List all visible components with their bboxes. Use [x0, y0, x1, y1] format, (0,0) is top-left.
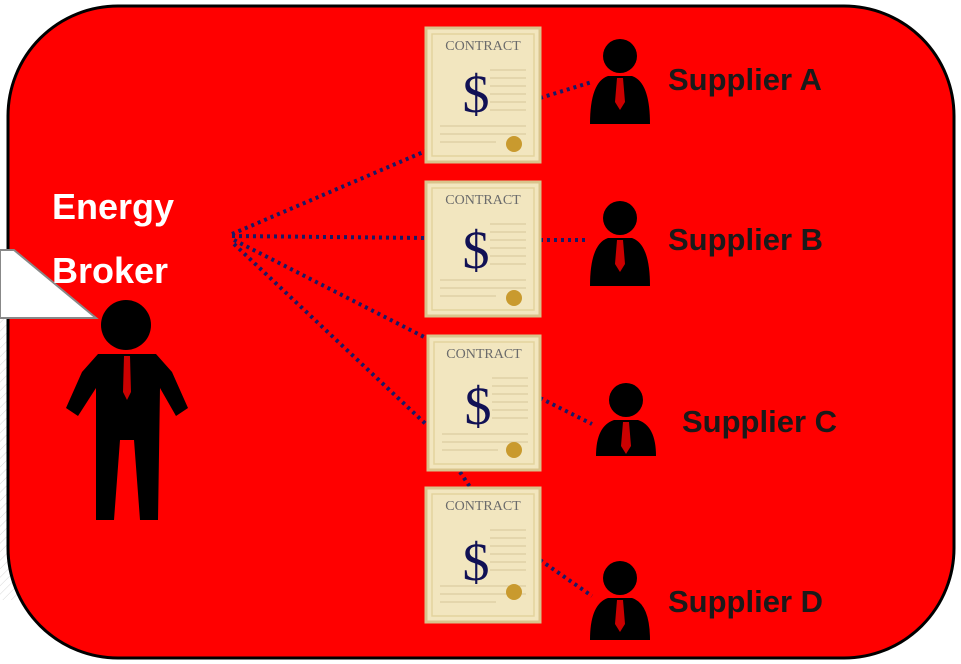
connector-contract-supplier-a	[539, 80, 593, 100]
contract-seal	[506, 290, 522, 306]
broker-label-line2: Broker	[52, 250, 169, 291]
contract-document-2	[424, 180, 542, 318]
contract-heading: CONTRACT	[445, 39, 521, 54]
supplier-d-label: Supplier D	[668, 584, 824, 619]
businessman-standing-icon	[66, 300, 188, 520]
contract-document-3	[426, 334, 542, 472]
broker-panel	[6, 4, 956, 660]
contract-document-1	[424, 26, 542, 164]
supplier-connectors	[538, 80, 594, 598]
connector-contract-supplier-c	[539, 396, 593, 426]
contract-seal	[506, 136, 522, 152]
supplier-avatar-icon	[590, 39, 650, 124]
supplier-b-label: Supplier B	[668, 222, 824, 257]
dollar-sign: $	[465, 376, 492, 436]
supplier-avatar-icon	[596, 383, 656, 456]
dollar-sign: $	[463, 220, 490, 280]
connector-broker-contract-1	[231, 148, 429, 236]
contract-document-4	[424, 486, 542, 624]
connector-broker-contract-2	[231, 234, 427, 240]
contract-heading: CONTRACT	[446, 347, 522, 362]
connector-broker-contract-3	[233, 238, 431, 342]
broker-label-line1: Energy	[52, 186, 175, 227]
dollar-sign: $	[463, 64, 490, 124]
broker-connectors	[231, 148, 432, 430]
speech-bubble	[0, 249, 99, 319]
supplier-a-label: Supplier A	[668, 62, 822, 97]
contract-seal	[506, 584, 522, 600]
contract-seal	[506, 442, 522, 458]
supplier-avatar-icon	[590, 561, 650, 640]
supplier-avatar-icon	[590, 201, 650, 286]
broker-tie	[123, 356, 131, 400]
dollar-sign: $	[463, 532, 490, 592]
connector-broker-contract-4	[232, 242, 432, 430]
contract-heading: CONTRACT	[445, 193, 521, 208]
contract-heading: CONTRACT	[445, 499, 521, 514]
supplier-c-label: Supplier C	[682, 404, 838, 439]
